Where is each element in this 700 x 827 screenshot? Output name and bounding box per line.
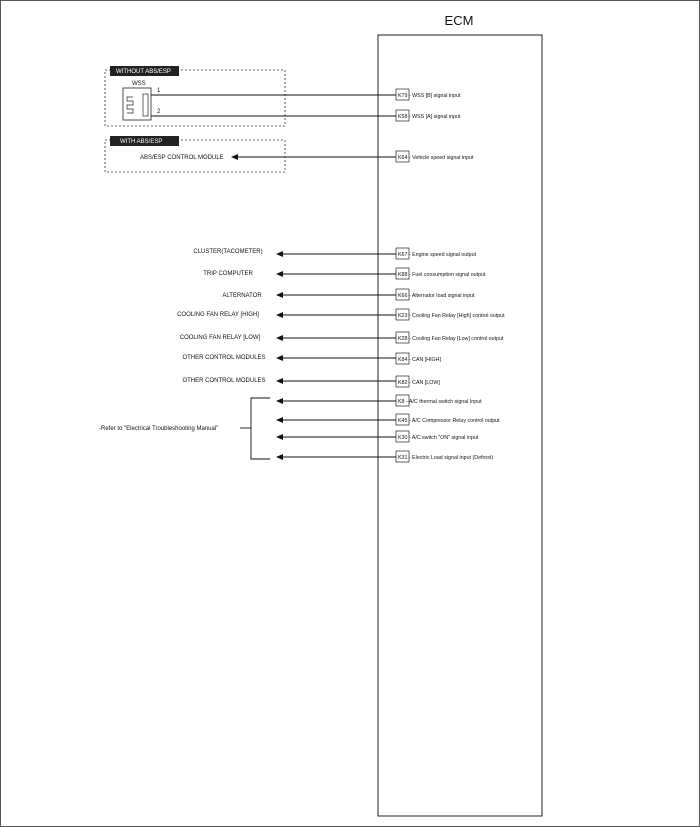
wss-label: WSS (132, 81, 146, 87)
pin-label: K84 - CAN [HIGH] (398, 357, 442, 363)
pin-label: K82 - CAN [LOW] (398, 380, 440, 386)
pin-box (395, 394, 410, 407)
without-abs-group (104, 69, 286, 127)
bracket (250, 397, 270, 460)
wss-pin-1: 1 (157, 88, 161, 94)
pin-label: K30 - A/C switch "ON" signal input (398, 435, 479, 441)
ecm-title: ECM (445, 13, 474, 28)
pin-label: K8 - A/C thermal switch signal Input (398, 399, 482, 405)
pin-label: K66 - Alternator load signal input (398, 293, 475, 299)
output-label: COOLING FAN RELAY [HIGH] (177, 312, 259, 318)
pin-box (395, 267, 410, 280)
pin-box (395, 375, 410, 388)
with-abs-header: WITH ABS/ESP (120, 139, 162, 145)
ecm-box (377, 34, 543, 817)
output-signals: CLUSTER(TACOMETER) TRIP COMPUTER ALTERNA… (177, 249, 396, 384)
output-label: OTHER CONTROL MODULES (182, 355, 265, 361)
pin-label: K79 - WSS [B] signal input (398, 93, 461, 99)
pin-list: K79 - WSS [B] signal input K58 - WSS [A]… (395, 88, 505, 463)
wss-sensor-icon (122, 87, 152, 121)
abs-module-label: ABS/ESP CONTROL MODULE (140, 155, 224, 161)
output-label: CLUSTER(TACOMETER) (193, 249, 262, 255)
pin-box (395, 450, 410, 463)
without-abs-tag (110, 66, 179, 76)
pin-box (395, 413, 410, 426)
pin-label: K23 - Cooling Fan Relay [High] control o… (398, 313, 505, 319)
pin-box (395, 352, 410, 365)
pin-box (395, 308, 410, 321)
pin-label: K88 - Fuel consumption signal output (398, 272, 486, 278)
reference-note: -Refer to "Electrical Troubleshooting Ma… (99, 426, 218, 432)
pin-label: K58 - WSS [A] signal input (398, 114, 461, 120)
with-abs-tag (110, 136, 179, 146)
pin-box (395, 150, 410, 163)
pin-label: K31 - Electric Load signal input (Defros… (398, 455, 493, 461)
output-label: COOLING FAN RELAY [LOW] (180, 335, 261, 341)
output-label: ALTERNATOR (222, 293, 262, 299)
pin-box (395, 430, 410, 443)
wss-pin-2: 2 (157, 109, 161, 115)
pin-box (395, 331, 410, 344)
pin-label: K64 - Vehicle speed signal input (398, 155, 474, 161)
output-label: OTHER CONTROL MODULES (182, 378, 265, 384)
pin-box (395, 288, 410, 301)
pin-label: K28 - Cooling Fan Relay [Low] control ou… (398, 336, 504, 342)
pin-label: K45 - A/C Compressor Relay control outpu… (398, 418, 500, 424)
pin-label: K67 - Engine speed signal output (398, 252, 477, 258)
pin-box (395, 247, 410, 260)
pin-box (395, 88, 410, 101)
with-abs-group (104, 139, 286, 173)
without-abs-header: WITHOUT ABS/ESP (116, 69, 171, 75)
pin-box (395, 109, 410, 122)
output-label: TRIP COMPUTER (203, 271, 253, 277)
ac-bracket-group (240, 397, 396, 460)
